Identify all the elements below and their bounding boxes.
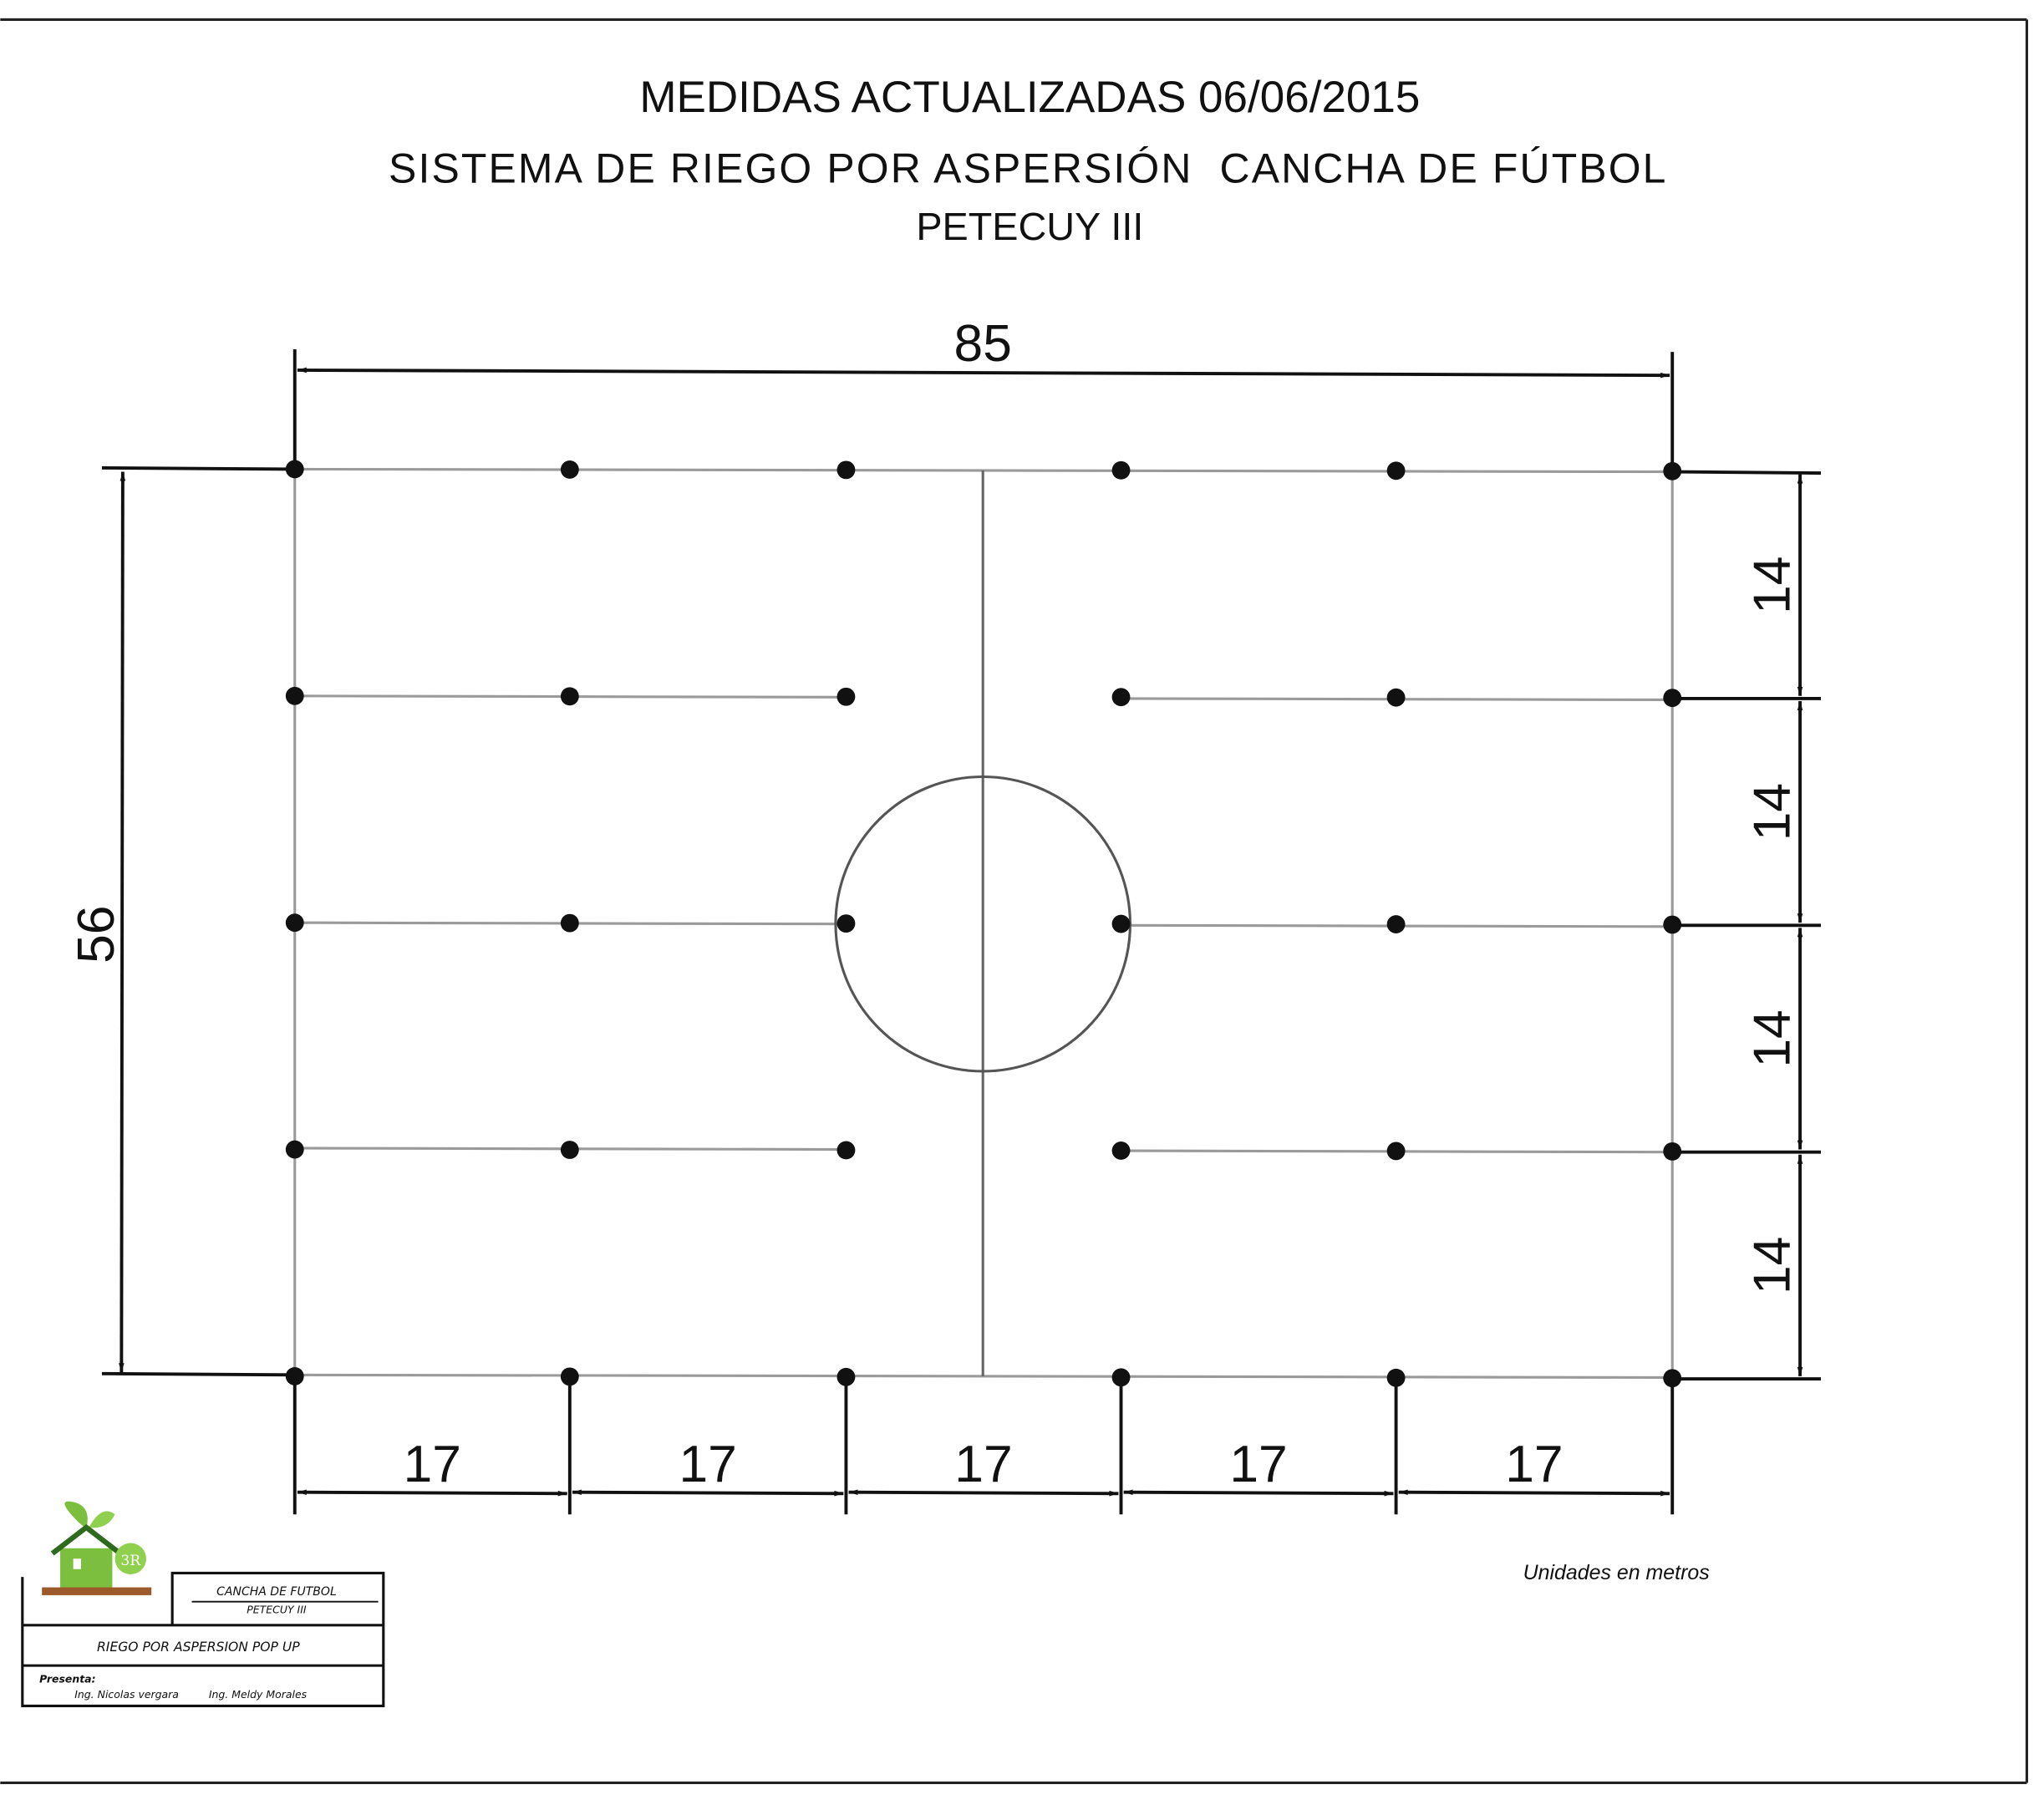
column-spacing-arrow [1398, 1489, 1670, 1497]
title-block-field-place: PETECUY III [247, 1604, 307, 1616]
column-spacing-label: 17 [404, 1436, 461, 1493]
title-block: 3R CANCHA DE FUTBOL PETECUY III RIEGO PO… [21, 1501, 385, 1708]
column-spacing-label: 17 [1505, 1436, 1563, 1493]
sprinkler-head [285, 686, 304, 705]
column-spacing-arrow [1123, 1489, 1394, 1497]
units-note: Unidades en metros [1523, 1561, 1710, 1584]
sprinkler-head [836, 1141, 856, 1160]
column-spacing-label: 17 [954, 1436, 1012, 1493]
sprinkler-head [1386, 1141, 1406, 1161]
drawing-subtitle: SISTEMA DE RIEGO POR ASPERSIÓN CANCHA DE… [389, 145, 1665, 191]
drawing-subtitle-location: PETECUY III [916, 205, 1143, 248]
sheet-frame [0, 18, 2028, 1785]
extension-line [1672, 470, 1822, 475]
sprinkler-head [285, 1140, 304, 1159]
row-spacing-dimensions: 14 14 14 14 [1672, 470, 1822, 1380]
column-spacing-label: 17 [1229, 1436, 1287, 1493]
sprinkler-head [1386, 688, 1406, 707]
row-spacing-label: 14 [1744, 557, 1802, 614]
title-block-presenta: Presenta: [39, 1672, 95, 1685]
sprinkler-head [560, 687, 579, 706]
association-logo: 3R [42, 1501, 152, 1595]
column-spacing-arrow [297, 1489, 567, 1497]
title-block-field-name: CANCHA DE FUTBOL [216, 1585, 337, 1599]
title-block-author-1: Ing. Nicolas vergara [74, 1688, 179, 1701]
row-spacing-label: 14 [1744, 1009, 1802, 1067]
dimension-width [101, 465, 295, 1377]
title-block-author-2: Ing. Meldy Morales [209, 1688, 308, 1701]
svg-text:3R: 3R [120, 1553, 141, 1569]
column-spacing-dimensions: 17 17 17 17 17 [292, 1375, 1675, 1515]
sprinkler-head [836, 460, 856, 480]
row-spacing-label: 14 [1744, 783, 1802, 841]
sprinkler-head [1386, 461, 1406, 480]
title-block-system: RIEGO POR ASPERSION POP UP [97, 1640, 300, 1655]
sprinkler-head [560, 460, 579, 479]
sprinkler-head [285, 913, 304, 933]
sprinkler-head [1111, 688, 1131, 707]
sprinkler-head [836, 687, 856, 706]
sprinkler-head [1386, 915, 1406, 933]
column-spacing-label: 17 [679, 1436, 736, 1493]
sprinkler-head [836, 914, 856, 933]
column-spacing-arrow [848, 1489, 1119, 1497]
column-spacing-arrow [572, 1489, 844, 1497]
drawing-title: MEDIDAS ACTUALIZADAS 06/06/2015 [639, 73, 1420, 122]
sprinkler-head [1111, 1141, 1131, 1160]
center-circle [834, 775, 1132, 1073]
sprinkler-head [560, 913, 579, 933]
sprinkler-head [560, 1141, 579, 1159]
sprinkler-head [1111, 914, 1131, 933]
dimension-width-label: 56 [68, 906, 125, 964]
dimension-length-label: 85 [954, 315, 1012, 373]
dimension-length [292, 348, 1675, 472]
sprinklers [285, 460, 1682, 1388]
sprinkler-head [1111, 460, 1131, 480]
row-spacing-label: 14 [1744, 1237, 1802, 1294]
